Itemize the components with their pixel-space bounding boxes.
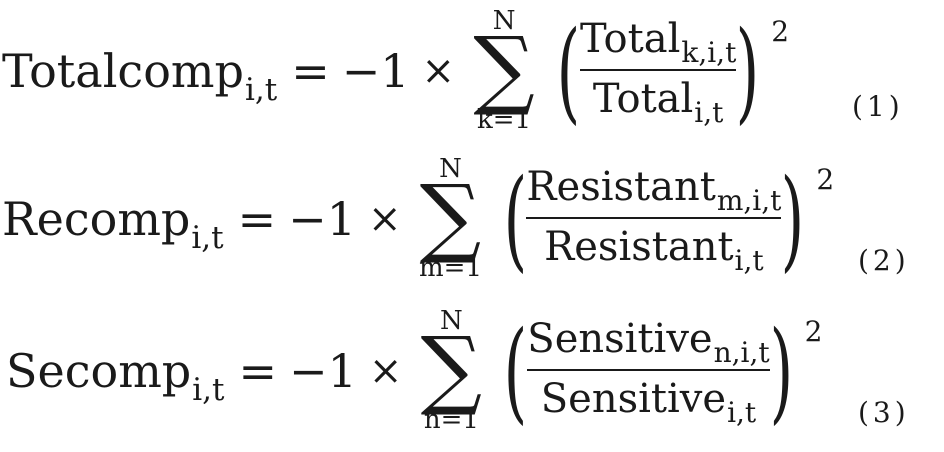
equation-row-3: Secompi,t = −1 × N ∑ n=1 ( Sensitiven,i,… bbox=[0, 300, 944, 450]
equals-sign: = bbox=[291, 44, 330, 98]
times-sign: × bbox=[367, 196, 402, 242]
denominator-subscript: i,t bbox=[734, 244, 764, 277]
power-exponent: 2 bbox=[804, 314, 823, 348]
equation-row-1: Totalcompi,t = −1 × N ∑ k=1 ( Totalk,i,t… bbox=[0, 0, 944, 150]
right-parenthesis: ) bbox=[736, 7, 760, 135]
fraction-bar bbox=[527, 369, 770, 371]
equation-number: (1) bbox=[852, 90, 904, 123]
summation: N ∑ n=1 bbox=[414, 308, 488, 434]
sum-symbol: ∑ bbox=[420, 319, 483, 419]
equation-formula-2: Recompi,t = −1 × N ∑ m=1 ( Resistantm,i,… bbox=[2, 156, 834, 282]
sum-upper-limit: N bbox=[439, 154, 462, 184]
summation: N ∑ m=1 bbox=[414, 156, 488, 282]
equation-formula-3: Secompi,t = −1 × N ∑ n=1 ( Sensitiven,i,… bbox=[6, 308, 822, 434]
fraction: Sensitiven,i,t Sensitivei,t bbox=[523, 316, 773, 429]
equation-number: (2) bbox=[858, 244, 910, 277]
fraction: Resistantm,i,t Resistanti,t bbox=[522, 164, 785, 277]
fraction-numerator: Resistantm,i,t bbox=[526, 164, 782, 217]
power-exponent: 2 bbox=[771, 14, 790, 48]
fraction-bar bbox=[526, 217, 782, 219]
left-parenthesis: ( bbox=[556, 7, 581, 135]
times-sign: × bbox=[368, 348, 403, 394]
fraction-bar bbox=[579, 69, 737, 71]
right-parenthesis: ) bbox=[781, 155, 805, 283]
right-parenthesis: ) bbox=[769, 307, 793, 435]
equation-row-2: Recompi,t = −1 × N ∑ m=1 ( Resistantm,i,… bbox=[0, 150, 944, 300]
equals-sign: = bbox=[237, 192, 277, 246]
sum-lower-limit: m=1 bbox=[419, 253, 482, 283]
negative-one: −1 bbox=[288, 192, 356, 246]
negative-one: −1 bbox=[289, 344, 357, 398]
numerator-subscript: n,i,t bbox=[713, 336, 770, 369]
fraction-denominator: Sensitivei,t bbox=[540, 376, 757, 429]
left-parenthesis: ( bbox=[503, 155, 527, 283]
sum-symbol: ∑ bbox=[473, 19, 535, 119]
sum-symbol: ∑ bbox=[419, 167, 482, 267]
equation-lhs: Recompi,t bbox=[2, 192, 224, 256]
equation-lhs: Secompi,t bbox=[6, 344, 225, 408]
summation: N ∑ k=1 bbox=[467, 8, 541, 134]
denominator-subscript: i,t bbox=[727, 396, 757, 429]
negative-one: −1 bbox=[341, 44, 410, 98]
numerator-subscript: m,i,t bbox=[716, 184, 782, 217]
fraction-numerator: Totalk,i,t bbox=[579, 16, 737, 69]
fraction-numerator: Sensitiven,i,t bbox=[527, 316, 770, 369]
equation-lhs: Totalcompi,t bbox=[2, 44, 278, 108]
lhs-subscript: i,t bbox=[192, 372, 225, 408]
sum-lower-limit: n=1 bbox=[423, 405, 479, 435]
sum-lower-limit: k=1 bbox=[477, 105, 532, 135]
equation-formula-1: Totalcompi,t = −1 × N ∑ k=1 ( Totalk,i,t… bbox=[2, 8, 789, 134]
equals-sign: = bbox=[238, 344, 278, 398]
fraction: Totalk,i,t Totali,t bbox=[576, 16, 740, 129]
fraction-denominator: Resistanti,t bbox=[544, 224, 764, 277]
lhs-subscript: i,t bbox=[244, 72, 278, 108]
fraction-denominator: Totali,t bbox=[592, 76, 724, 129]
lhs-subscript: i,t bbox=[191, 220, 224, 256]
times-sign: × bbox=[421, 48, 456, 94]
numerator-subscript: k,i,t bbox=[681, 36, 737, 69]
sum-upper-limit: N bbox=[440, 306, 463, 336]
sum-upper-limit: N bbox=[492, 6, 516, 36]
equation-number: (3) bbox=[858, 396, 910, 429]
power-exponent: 2 bbox=[816, 162, 835, 196]
left-parenthesis: ( bbox=[504, 307, 528, 435]
denominator-subscript: i,t bbox=[694, 96, 724, 129]
